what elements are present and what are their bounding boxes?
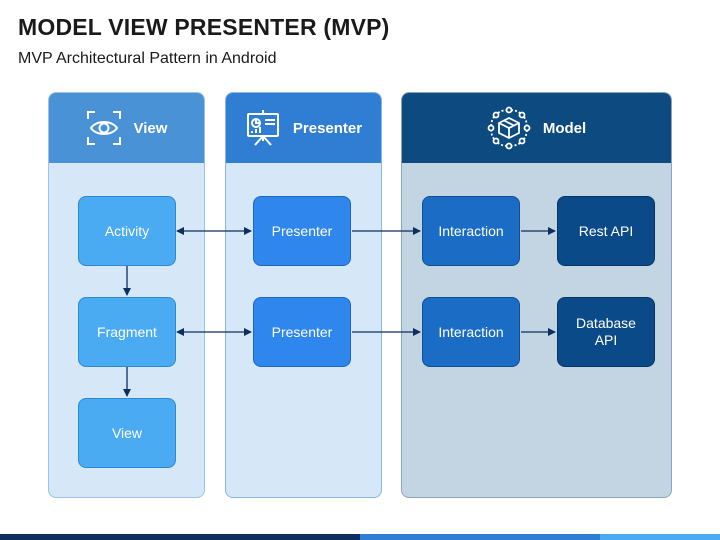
view-column-label: View <box>133 119 168 137</box>
page-title: MODEL VIEW PRESENTER (MVP) <box>18 14 390 40</box>
model-column: Model <box>401 92 672 498</box>
presenter-column: Presenter <box>225 92 382 498</box>
presenter-column-label: Presenter <box>292 119 363 137</box>
footer-bar <box>0 534 720 540</box>
rest-api-node: Rest API <box>557 196 655 266</box>
footer-bar-segment-dark <box>0 534 360 540</box>
presentation-board-icon <box>245 109 281 147</box>
cube-network-icon <box>487 106 531 150</box>
activity-node: Activity <box>78 196 176 266</box>
view-node: View <box>78 398 176 468</box>
view-column-header: View <box>49 93 204 163</box>
eye-icon <box>86 110 122 146</box>
footer-bar-segment-light <box>600 534 720 540</box>
presenter-column-header: Presenter <box>226 93 381 163</box>
model-column-label: Model <box>542 119 587 137</box>
presenter-node-2: Presenter <box>253 297 351 367</box>
model-column-header: Model <box>402 93 671 163</box>
page-subtitle: MVP Architectural Pattern in Android <box>18 50 277 67</box>
interaction-node-2: Interaction <box>422 297 520 367</box>
fragment-node: Fragment <box>78 297 176 367</box>
footer-bar-segment-mid <box>360 534 600 540</box>
presenter-node-1: Presenter <box>253 196 351 266</box>
interaction-node-1: Interaction <box>422 196 520 266</box>
